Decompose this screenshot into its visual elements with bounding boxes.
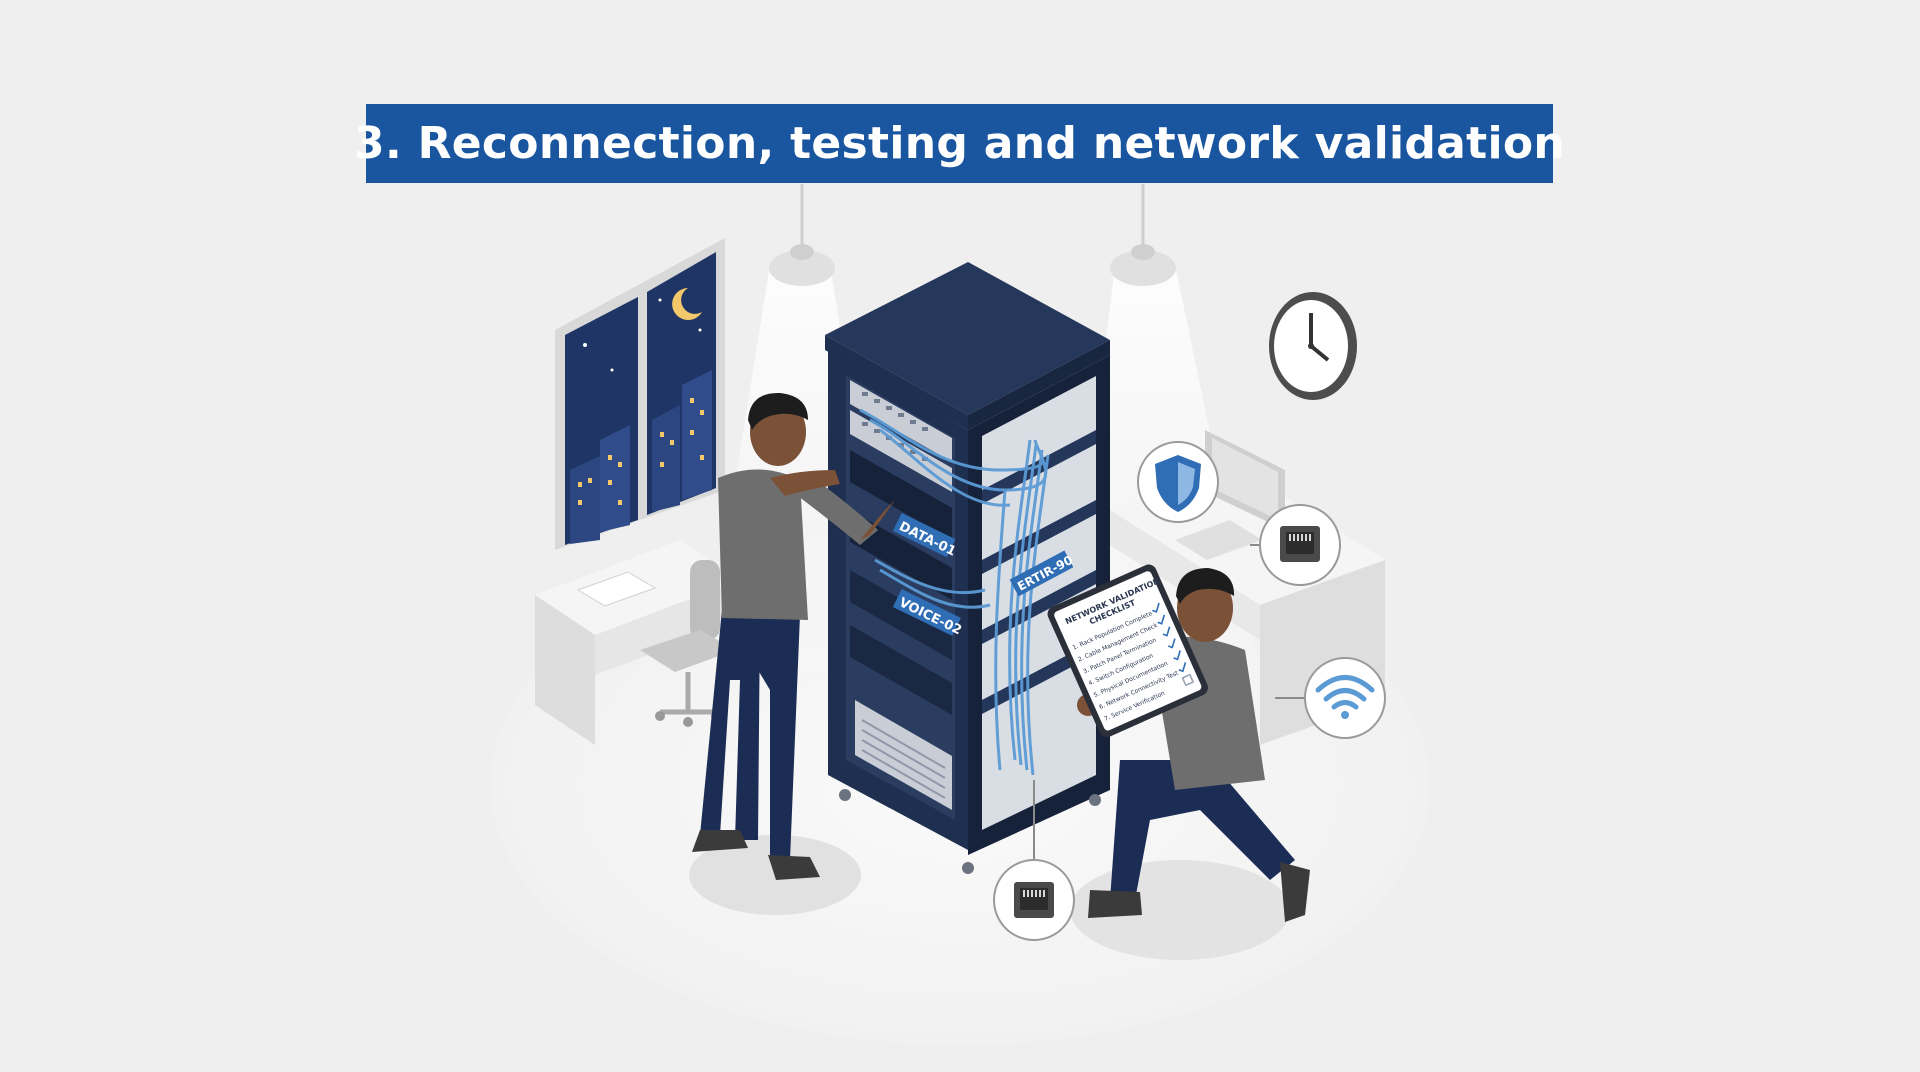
title-banner: 3. Reconnection, testing and network val… [354,104,1565,183]
check-marks [1152,602,1195,687]
technician-standing [689,392,895,915]
page-title: 3. Reconnection, testing and network val… [354,118,1565,169]
moon-icon [672,288,702,320]
wifi-icon [1275,657,1386,739]
ethernet-port-icon [1250,504,1341,586]
night-window [555,238,725,550]
pendant-lamp-right [1110,184,1176,286]
shield-icon [1137,441,1219,523]
ethernet-port-icon [993,780,1075,941]
pendant-lamp-left [769,184,835,286]
clock-icon [1269,292,1357,400]
checklist-tablet: NETWORK VALIDATION CHECKLIST 1. Rack Pop… [1047,564,1208,738]
technician-kneeling [1070,568,1310,960]
